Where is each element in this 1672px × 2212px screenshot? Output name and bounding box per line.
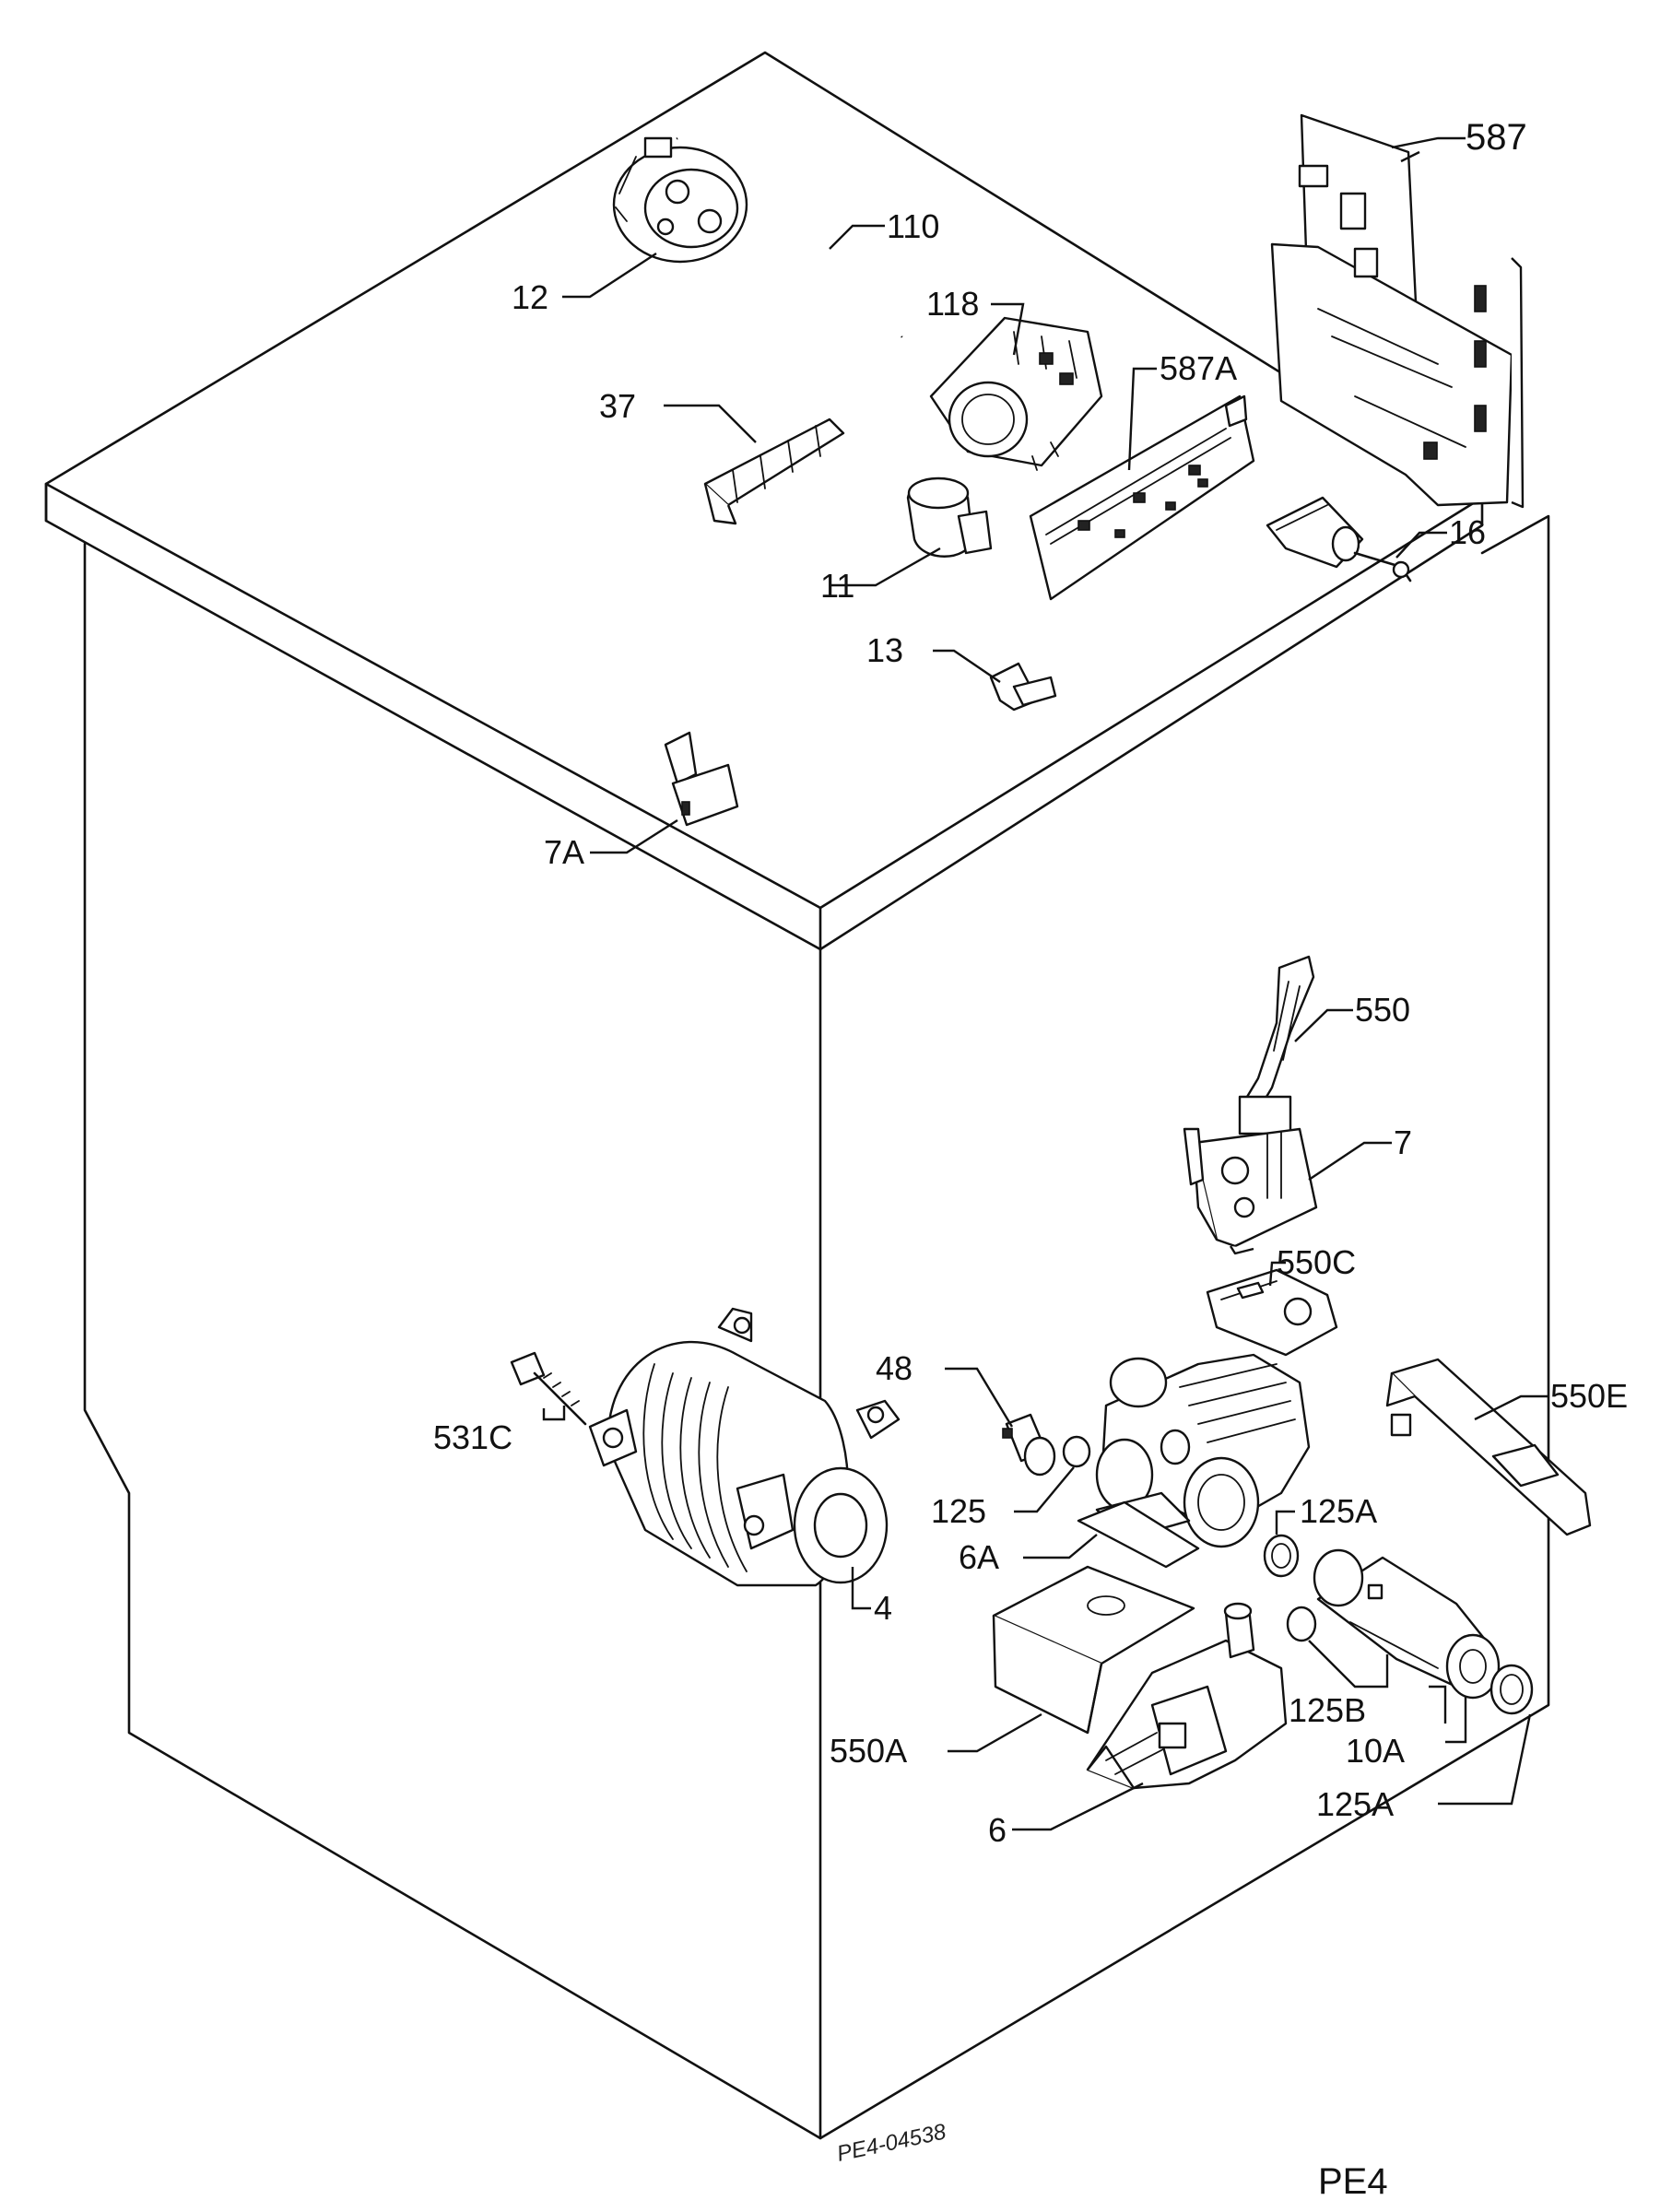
o-ring-125a-upper-part bbox=[1263, 1534, 1300, 1578]
small-switch-part bbox=[989, 662, 1057, 712]
connector-housing-part bbox=[1385, 1358, 1592, 1536]
o-ring-125-part bbox=[1062, 1435, 1091, 1468]
drain-pump-motor-part bbox=[588, 1307, 901, 1587]
label-13: 13 bbox=[866, 631, 903, 669]
door-switch-part bbox=[1266, 496, 1412, 582]
label-7a: 7A bbox=[544, 833, 584, 871]
label-10a: 10A bbox=[1346, 1732, 1405, 1770]
label-16: 16 bbox=[1449, 513, 1486, 551]
label-587: 587 bbox=[1466, 117, 1527, 158]
pressure-switch-part bbox=[1183, 1127, 1318, 1255]
label-7: 7 bbox=[1394, 1124, 1412, 1161]
label-125a-upper: 125A bbox=[1300, 1492, 1377, 1530]
mounting-plate-part bbox=[1077, 1500, 1200, 1569]
label-118: 118 bbox=[926, 285, 979, 323]
label-125a-lower: 125A bbox=[1316, 1785, 1394, 1823]
part-labels: 12 110 118 587 587A 37 11 16 13 7A 550 7… bbox=[433, 117, 1628, 1849]
cabinet-top-edge bbox=[44, 482, 1484, 951]
micro-switch-part bbox=[664, 731, 739, 827]
timer-part bbox=[929, 316, 1103, 471]
label-37: 37 bbox=[599, 387, 636, 425]
pump-cover-part bbox=[1206, 1268, 1338, 1357]
control-board-part bbox=[1029, 394, 1255, 601]
label-125b: 125B bbox=[1289, 1691, 1366, 1729]
label-6a: 6A bbox=[959, 1538, 999, 1576]
leader-lines bbox=[542, 136, 1548, 1831]
corner-code: PE4 bbox=[1318, 2161, 1388, 2202]
label-110: 110 bbox=[887, 207, 939, 245]
box-cover-part bbox=[992, 1565, 1195, 1735]
label-48: 48 bbox=[876, 1349, 913, 1387]
selector-knob-part bbox=[612, 136, 748, 264]
wiring-harness-part bbox=[1238, 955, 1315, 1135]
cabinet-right-side bbox=[818, 514, 1550, 2140]
cabinet-left-side bbox=[83, 542, 822, 2140]
o-ring-125b-part bbox=[1286, 1606, 1317, 1642]
drain-pump-part bbox=[1086, 1602, 1288, 1790]
screw-part bbox=[510, 1351, 587, 1426]
label-4: 4 bbox=[874, 1589, 892, 1627]
drawing-stamp: PE4-04538 bbox=[835, 2119, 949, 2167]
label-531c: 531C bbox=[433, 1418, 512, 1456]
label-12: 12 bbox=[512, 278, 548, 316]
filter-plug-part bbox=[1002, 1413, 1056, 1477]
label-587a: 587A bbox=[1160, 349, 1237, 387]
label-550: 550 bbox=[1355, 991, 1410, 1029]
label-6: 6 bbox=[988, 1811, 1007, 1849]
label-550a: 550A bbox=[830, 1732, 907, 1770]
capacitor-part bbox=[906, 477, 993, 558]
label-550c: 550C bbox=[1277, 1243, 1356, 1281]
cabinet-top-front-edge bbox=[44, 482, 822, 951]
label-550e: 550E bbox=[1550, 1377, 1628, 1415]
label-125: 125 bbox=[931, 1492, 986, 1530]
hose-connector-part bbox=[1313, 1548, 1501, 1700]
terminal-block-part bbox=[703, 418, 845, 525]
o-ring-125a-lower-part bbox=[1489, 1664, 1534, 1715]
label-11: 11 bbox=[820, 567, 854, 605]
main-pcb-part bbox=[1270, 113, 1525, 509]
